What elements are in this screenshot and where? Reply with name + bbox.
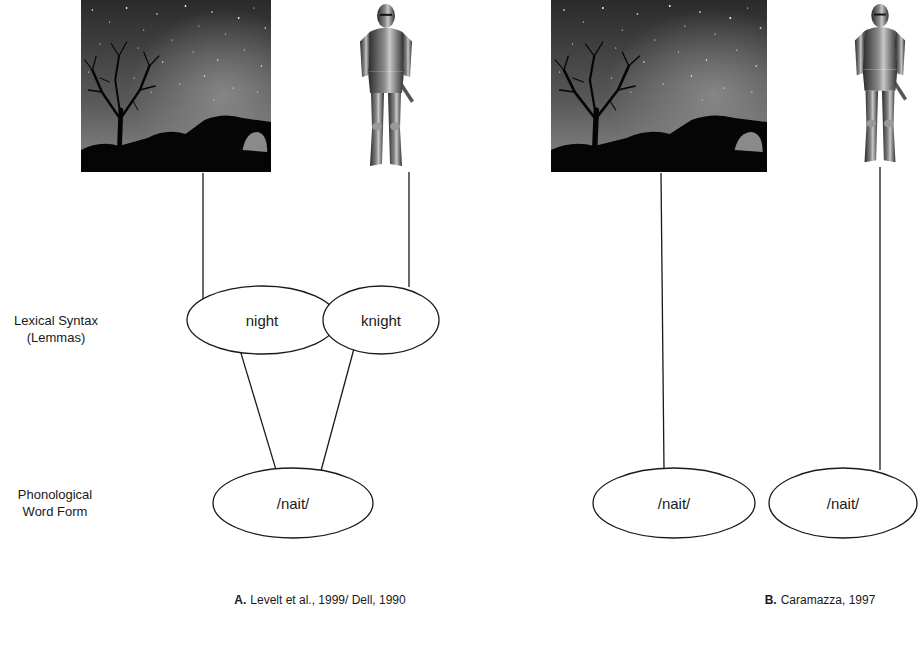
citation-text: Caramazza, 1997 [781,593,876,607]
node-text: night [186,312,338,329]
lemma-ellipse: knight [322,285,440,355]
lemma-ellipse: /nait/ [768,467,918,539]
node-text: knight [322,312,440,329]
leader-line [879,167,880,470]
model-caption: A. Levelt et al., 1999/ Dell, 1990 [234,593,405,607]
lemma-ellipse: night [186,285,338,355]
lemma-ellipse: /nait/ [592,467,756,539]
leader-line [661,173,664,469]
lemma-ellipse: /nait/ [212,467,374,539]
panel-letter: B. [765,593,777,607]
level-label: Phonological Word Form [10,486,100,520]
model-caption: B. Caramazza, 1997 [765,593,876,607]
leader-line [202,173,203,304]
panel-letter: A. [234,593,246,607]
node-text: /nait/ [768,495,918,512]
connector-line [321,350,353,470]
node-text: /nait/ [592,495,756,512]
connector-line [241,353,276,469]
level-label: Lexical Syntax (Lemmas) [6,312,106,346]
citation-text: Levelt et al., 1999/ Dell, 1990 [250,593,405,607]
leader-line [408,172,409,287]
node-text: /nait/ [212,495,374,512]
